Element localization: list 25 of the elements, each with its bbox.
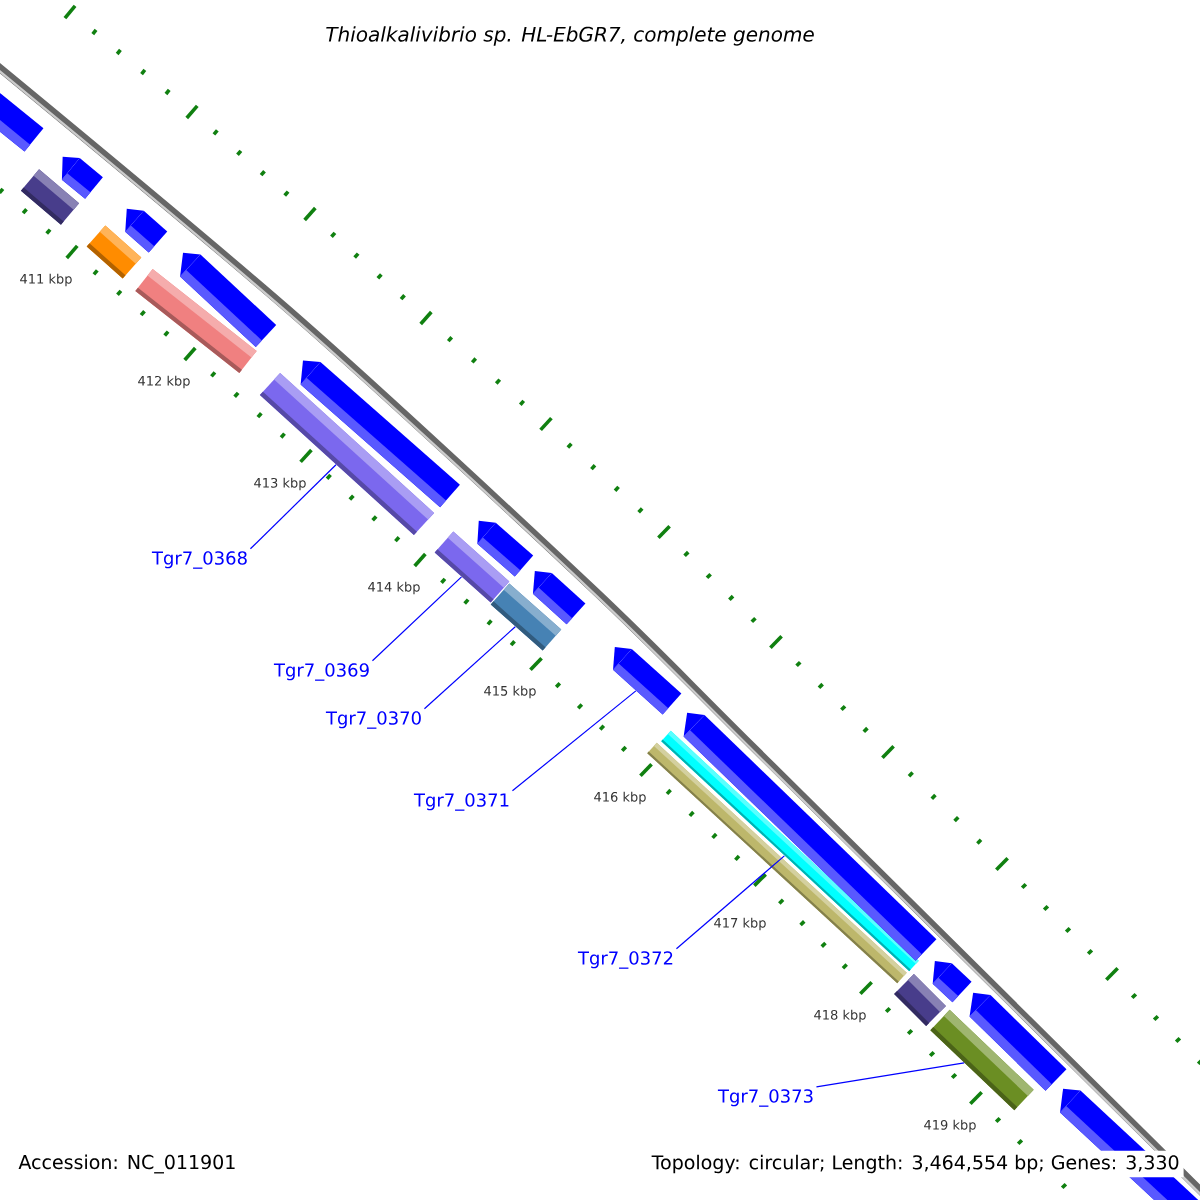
gene-bar	[613, 646, 682, 715]
gene-bar	[61, 156, 103, 199]
gene-bar	[532, 570, 586, 625]
gene-label: Tgr7_0369	[273, 663, 369, 681]
leader-line	[511, 690, 637, 792]
gene-bar	[477, 520, 534, 577]
gene-label: Tgr7_0368	[151, 551, 247, 569]
leader-line	[249, 464, 337, 550]
gene-bar	[969, 992, 1067, 1091]
gene-bar	[180, 252, 277, 347]
gene-label: Tgr7_0371	[413, 793, 509, 811]
gene-label: Tgr7_0373	[717, 1089, 813, 1107]
gene-bar	[0, 92, 44, 152]
leader-line	[675, 855, 785, 950]
leader-line	[815, 1062, 965, 1088]
leader-line	[423, 626, 516, 710]
gene-bar	[932, 960, 972, 1003]
gene-bar	[125, 208, 168, 253]
gene-label: Tgr7_0372	[577, 951, 673, 969]
title: Thioalkalivibrio sp. HL-EbGR7, complete genome	[326, 26, 814, 46]
gene-bar	[683, 712, 937, 961]
gene-label: Tgr7_0370	[325, 711, 421, 729]
leader-line	[371, 576, 463, 662]
summary-text: Topology: circular; Length: 3,464,554 bp; Genes: 3,330	[647, 1150, 1184, 1178]
accession-text: Accession: NC_011901	[18, 1154, 235, 1174]
